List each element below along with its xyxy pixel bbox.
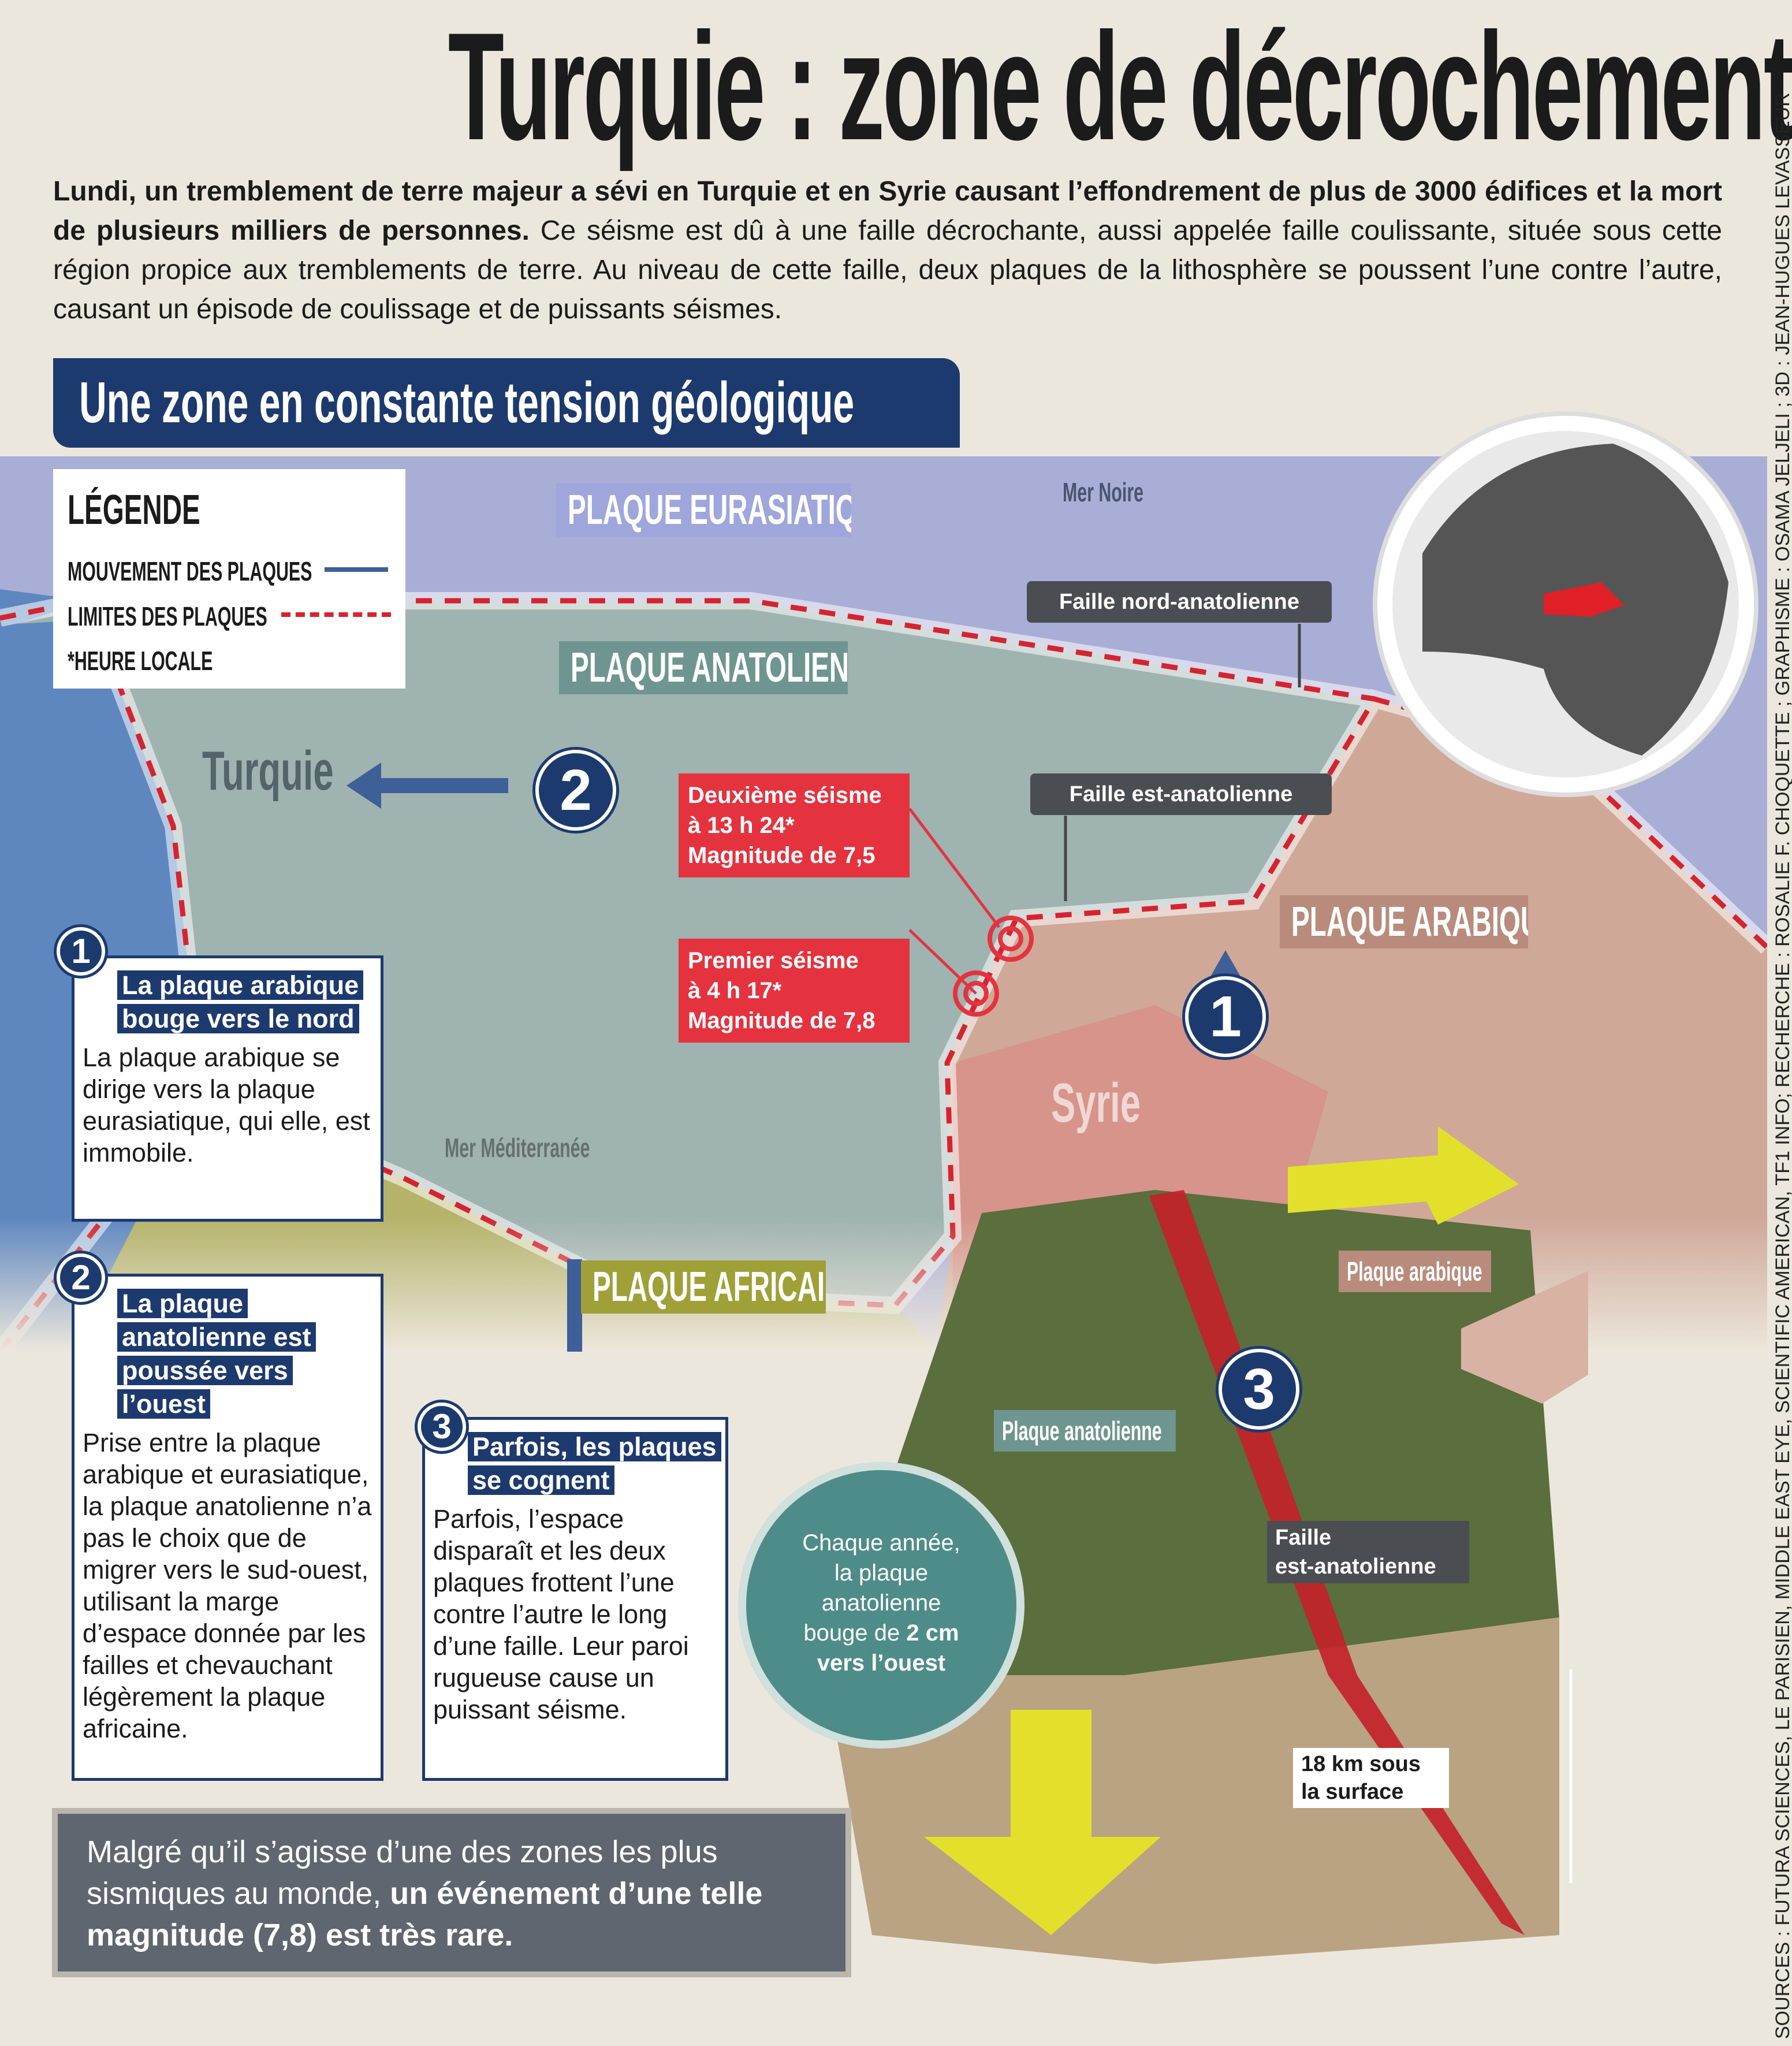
explanation-box-3: Parfois, les plaques se cognent Parfois,… bbox=[422, 1417, 728, 1781]
intro-paragraph: Lundi, un tremblement de terre majeur a … bbox=[53, 176, 1722, 325]
arrow-south-3d bbox=[924, 1710, 1161, 1935]
explanation-box-1: La plaque arabique bouge vers le nord La… bbox=[72, 955, 383, 1222]
legend-title: LÉGENDE bbox=[68, 487, 200, 533]
label-anatolian-plate: PLAQUE ANATOLIENNE bbox=[559, 641, 848, 694]
legend-item-local-time: *HEURE LOCALE bbox=[68, 646, 213, 676]
explanation-box-2: La plaque anatolienne est poussée vers l… bbox=[72, 1274, 383, 1781]
arrow-west-3d bbox=[1461, 1271, 1588, 1404]
legend-item-movement: MOUVEMENT DES PLAQUES bbox=[68, 556, 312, 586]
label-black-sea: Mer Noire bbox=[1063, 477, 1144, 507]
marker-1: 1 bbox=[1185, 976, 1266, 1057]
label-mediterranean: Mer Méditerranée bbox=[445, 1133, 590, 1163]
box-1-number: 1 bbox=[57, 927, 105, 976]
label-african-plate: PLAQUE AFRICAINE bbox=[581, 1260, 826, 1314]
marker-2: 2 bbox=[535, 750, 616, 831]
legend-item-boundaries: LIMITES DES PLAQUES bbox=[68, 601, 267, 631]
label-north-anatolian-fault: Faille nord-anatolienne bbox=[1027, 581, 1332, 623]
arrow-north-3d bbox=[1288, 1126, 1519, 1225]
label-east-anatolian-fault: Faille est-anatolienne bbox=[1030, 773, 1332, 815]
box-3-number: 3 bbox=[418, 1403, 466, 1451]
dashed-line-icon bbox=[281, 612, 391, 617]
label-3d-arabian-plate: Plaque arabique bbox=[1339, 1251, 1491, 1292]
legend: LÉGENDE MOUVEMENT DES PLAQUES LIMITES DE… bbox=[53, 469, 405, 689]
epicenter-1-icon bbox=[953, 970, 999, 1017]
label-arabian-plate: PLAQUE ARABIQUE bbox=[1280, 895, 1528, 948]
globe-locator bbox=[1373, 411, 1759, 797]
credits: SOURCES : FUTURA SCIENCES, LE PARISIEN, … bbox=[1772, 92, 1792, 2039]
label-eurasian-plate: PLAQUE EURASIATIQUE bbox=[556, 483, 851, 537]
arrow-icon bbox=[325, 567, 388, 572]
yearly-movement-circle: Chaque année, la plaque anatolienne boug… bbox=[738, 1462, 1024, 1749]
label-3d-anatolian-plate: Plaque anatolienne bbox=[994, 1410, 1176, 1452]
turkey-highlight bbox=[1544, 582, 1625, 617]
marker-3: 3 bbox=[1219, 1349, 1299, 1430]
box-2-number: 2 bbox=[57, 1253, 105, 1302]
main-title: Turquie : zone de décrochement bbox=[448, 1, 1792, 172]
section-title: Une zone en constante tension géologique bbox=[53, 358, 960, 448]
label-syria: Syrie bbox=[1051, 1072, 1141, 1134]
bottom-note: Malgré qu’il s’agisse d’une des zones le… bbox=[52, 1808, 851, 1977]
epicenter-2-icon bbox=[988, 916, 1034, 962]
label-turkey: Turquie bbox=[202, 740, 334, 802]
